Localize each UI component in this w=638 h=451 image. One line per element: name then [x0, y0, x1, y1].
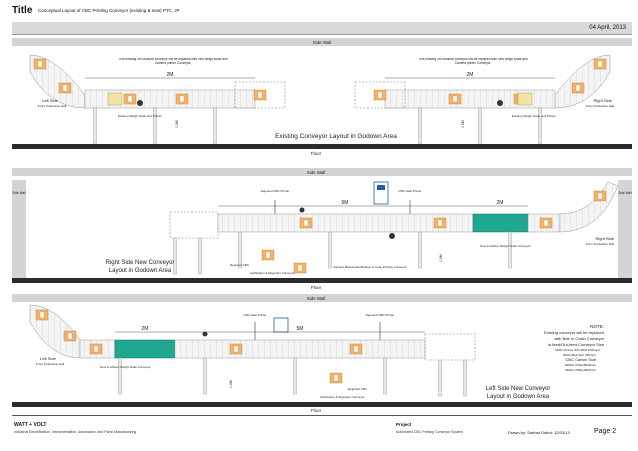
drawn-by: Drawn by: Sarfraz Dated: 12/03/13: [508, 430, 570, 435]
floor-label: Floor: [311, 151, 322, 156]
rejected-printer-label: Rejected CBC Printer: [261, 189, 290, 193]
dim-5m: 5M: [342, 200, 349, 206]
verification-label-3: Verification & Rejection Conveyor: [320, 395, 365, 399]
page-number: Page 2: [594, 428, 617, 435]
header: Title Conceptual Layout of CBC Printing …: [12, 5, 632, 19]
note-line-2: In-feed/Out-feed Conveyor Size: [548, 342, 605, 347]
dim-5m-3: 5M: [297, 326, 304, 332]
left-side-sub-3: From Production Hall: [36, 362, 65, 366]
left-side-label-3: Left Side: [40, 356, 57, 361]
brand-subtitle: Industrial Electrification, Instrumentat…: [14, 430, 137, 434]
cbc-printer-label-3: CBC Heat Printer: [243, 313, 266, 317]
page-title: Conceptual Layout of CBC Printing Convey…: [38, 8, 180, 13]
height-label-3: 1.0M: [229, 380, 233, 388]
scale-right-label: Existing Weigh Scale and Printer: [512, 114, 556, 118]
note-right: This existing 2m Modular conveyor will b…: [418, 58, 528, 65]
rejected-cbc-label-3: Rejected CBC: [348, 387, 368, 391]
dim-2m: 2M: [497, 200, 504, 206]
note-title: NOTE:: [590, 324, 604, 329]
note-line-1: with Belt or Chain Conveyor: [554, 336, 604, 341]
footer-divider: [12, 415, 632, 416]
right-side-sub-2: From Production Hall: [586, 242, 615, 246]
verification-label: Verification & Rejection Conveyor: [250, 271, 295, 275]
note-line-3: Width (Frame Size 600x1700mm): [555, 348, 600, 352]
right-flex-rollers: [354, 81, 406, 109]
section-left-new: Side Wall 2M 5M CBC Heat Printer Rejecte…: [12, 294, 632, 413]
brand: WATT + VOLT: [14, 422, 47, 428]
height-right: 1.0M: [461, 120, 465, 128]
cbc-printer-label: CBC Heat Printer: [398, 189, 421, 193]
right-side-sub: From Production Hall: [586, 104, 615, 108]
section3-caption-2: Layout in Godown Area: [487, 394, 550, 400]
note-line-4: Width (Belt Size 250mm): [563, 353, 596, 357]
camera-label: Camera Based Identification & Code Print…: [333, 265, 406, 269]
left-flex-rollers: [234, 81, 286, 109]
floor-label-2: Floor: [311, 285, 322, 290]
section3-caption-1: Left Side New Conveyor: [486, 386, 551, 392]
section1-caption: Existing Conveyor Layout in Godown Area: [275, 133, 397, 140]
rejected-printer-label-3: Rejected CBC Printer: [366, 313, 395, 317]
scale-left-label: Existing Weigh Scale and Printer: [118, 114, 162, 118]
new-scale-label: New In-Motion Weigh Scale Conveyor: [480, 244, 531, 248]
side-wall-left: Side Wall: [12, 191, 26, 195]
section2-caption-1: Right Side New Conveyor: [106, 260, 175, 266]
height-left: 1.0M: [175, 120, 179, 128]
side-wall-label-3: Side Wall: [307, 296, 326, 301]
section2-caption-2: Layout in Godown Area: [109, 268, 172, 274]
note-line-6: 600Wx 370Hx500Dmm: [565, 363, 597, 367]
floor-label-3: Floor: [311, 408, 322, 413]
left-side-sub: From Production Hall: [38, 104, 67, 108]
note-line-0: Existing conveyor will be replaced: [544, 330, 604, 335]
dim-left-2m: 2M: [167, 72, 174, 78]
date: 04 April, 2013: [589, 25, 626, 31]
section-right-new: Side Wall Side Wall Side Wall 5M 2M Reje…: [12, 168, 632, 290]
dim-2m-3: 2M: [142, 326, 149, 332]
note-line-7: 450Wx 250Hx290Dmm: [565, 368, 597, 372]
side-wall-right: Side Wall: [618, 191, 632, 195]
left-side-label: Left Side: [42, 98, 59, 103]
side-wall-label: Side Wall: [313, 40, 332, 45]
cbc-printer-device-3: [273, 317, 289, 333]
right-side-label: Right Side: [594, 98, 613, 103]
project-label: Project: [396, 422, 412, 427]
new-scale-label-3: New In-Motion Weigh Scale Conveyor: [100, 365, 151, 369]
title-word: Title: [12, 5, 33, 16]
date-bar: 04 April, 2013: [12, 22, 632, 35]
note-line-5: CBC Carton Size: [566, 357, 597, 362]
note-left: This existing 2m Modular conveyor will b…: [118, 58, 228, 65]
dim-right-2m: 2M: [467, 72, 474, 78]
rejected-cbc-label: Rejected CBC: [230, 263, 250, 267]
side-wall-label-2: Side Wall: [307, 170, 326, 175]
right-side-label-2: Right Side: [596, 236, 615, 241]
section-existing: Side Wall 2M 2M This existing 2m Modular…: [12, 38, 632, 156]
note-block: NOTE: Existing conveyor will be replaced…: [544, 324, 605, 372]
height-label-2: 1.0M: [439, 254, 443, 262]
project-text: Automated CBC Printing Conveyor System: [396, 430, 463, 434]
